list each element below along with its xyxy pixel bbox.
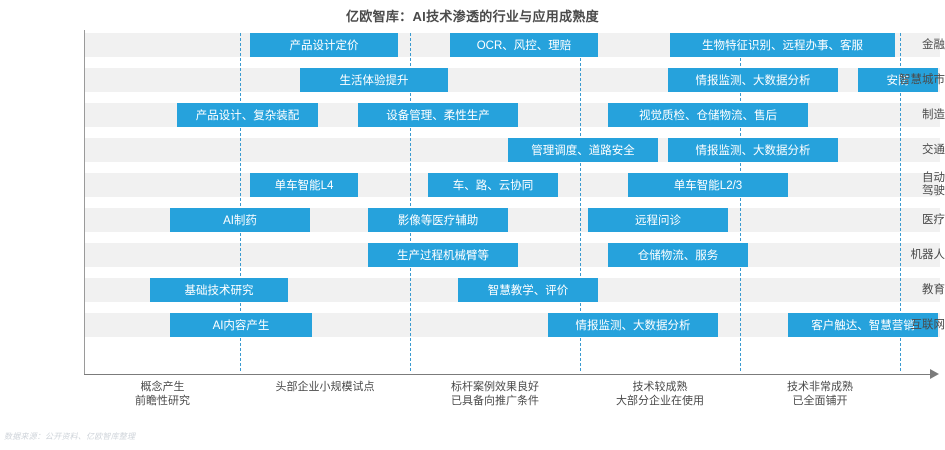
bar-金融-2[interactable]: OCR、风控、理赔 (450, 33, 598, 57)
y-label-互联网: 互联网 (863, 319, 945, 332)
bar-label: 生产过程机械臂等 (397, 250, 489, 262)
bar-label: 产品设计、复杂装配 (195, 110, 300, 122)
bar-医疗-2[interactable]: 影像等医疗辅助 (368, 208, 508, 232)
y-label-line: 驾驶 (922, 185, 945, 197)
bar-label: 车、路、云协同 (452, 180, 534, 192)
bar-label: 影像等医疗辅助 (397, 215, 479, 227)
y-label-line: 智慧城市 (899, 73, 945, 86)
stage-label-2: 头部企业小规模试点 (240, 380, 410, 394)
y-label-智慧城市: 智慧城市 (863, 74, 945, 87)
stage-divider-2 (410, 33, 411, 371)
bar-互联网-1[interactable]: AI内容产生 (170, 313, 312, 337)
bar-label: 客户触达、智慧营销 (811, 320, 915, 332)
y-label-line: 医疗 (922, 213, 945, 226)
bar-智慧城市-2[interactable]: 情报监测、大数据分析 (668, 68, 838, 92)
bar-机器人-2[interactable]: 仓储物流、服务 (608, 243, 748, 267)
x-axis-line (84, 374, 932, 375)
y-label-line: 金融 (922, 38, 945, 51)
bar-label: 智慧教学、评价 (487, 285, 569, 297)
bar-互联网-3[interactable]: 客户触达、智慧营销 (788, 313, 938, 337)
bar-制造-3[interactable]: 视觉质检、仓储物流、售后 (608, 103, 808, 127)
bar-label: 远程问诊 (635, 215, 681, 227)
stage-label-line1: 技术较成熟 (632, 381, 688, 393)
stage-label-line2: 已具备向推广条件 (451, 395, 539, 407)
y-label-line: 交通 (922, 143, 945, 156)
bar-label: 产品设计定价 (289, 40, 359, 52)
bar-label: 视觉质检、仓储物流、售后 (639, 110, 777, 122)
stage-label-1: 概念产生前瞻性研究 (85, 380, 240, 408)
bar-金融-1[interactable]: 产品设计定价 (250, 33, 398, 57)
stage-label-line1: 概念产生 (140, 381, 185, 393)
bar-自动驾驶-1[interactable]: 单车智能L4 (250, 173, 358, 197)
stage-label-line1: 标杆案例效果良好 (451, 381, 539, 393)
stage-label-4: 技术较成熟大部分企业在使用 (580, 380, 740, 408)
y-label-医疗: 医疗 (863, 214, 945, 227)
bar-label: 仓储物流、服务 (637, 250, 719, 262)
bar-label: 生物特征识别、远程办事、客服 (702, 40, 863, 52)
y-label-line: 教育 (922, 283, 945, 296)
bar-交通-2[interactable]: 情报监测、大数据分析 (668, 138, 838, 162)
stage-divider-5 (900, 33, 901, 371)
bar-自动驾驶-2[interactable]: 车、路、云协同 (428, 173, 558, 197)
bar-医疗-3[interactable]: 远程问诊 (588, 208, 728, 232)
y-label-line: 制造 (922, 108, 945, 121)
bar-制造-1[interactable]: 产品设计、复杂装配 (177, 103, 318, 127)
y-label-line: 自动 (922, 172, 945, 184)
bar-智慧城市-1[interactable]: 生活体验提升 (300, 68, 448, 92)
bar-机器人-1[interactable]: 生产过程机械臂等 (368, 243, 518, 267)
bar-教育-2[interactable]: 智慧教学、评价 (458, 278, 598, 302)
bar-label: 情报监测、大数据分析 (575, 320, 691, 332)
bar-医疗-1[interactable]: AI制药 (170, 208, 310, 232)
bar-label: 设备管理、柔性生产 (386, 110, 490, 122)
bar-label: OCR、风控、理赔 (476, 40, 572, 52)
bar-自动驾驶-3[interactable]: 单车智能L2/3 (628, 173, 788, 197)
y-axis-line (84, 30, 85, 375)
source-note: 数据来源：公开资料、亿欧智库整理 (4, 432, 136, 441)
bar-教育-1[interactable]: 基础技术研究 (150, 278, 288, 302)
stage-label-5: 技术非常成熟已全面铺开 (740, 380, 900, 408)
stage-label-line1: 技术非常成熟 (787, 381, 853, 393)
y-label-金融: 金融 (863, 39, 945, 52)
bar-交通-1[interactable]: 管理调度、道路安全 (508, 138, 658, 162)
stage-label-3: 标杆案例效果良好已具备向推广条件 (410, 380, 580, 408)
y-label-制造: 制造 (863, 109, 945, 122)
stage-divider-4 (740, 33, 741, 371)
bar-label: 管理调度、道路安全 (531, 145, 635, 157)
bar-制造-2[interactable]: 设备管理、柔性生产 (358, 103, 518, 127)
y-label-line: 机器人 (910, 248, 945, 261)
bar-label: 基础技术研究 (184, 285, 254, 297)
bar-label: 情报监测、大数据分析 (695, 75, 811, 87)
x-axis-arrow-icon (930, 369, 939, 379)
stage-label-line2: 大部分企业在使用 (616, 395, 704, 407)
y-label-line: 互联网 (910, 318, 945, 331)
bar-label: 生活体验提升 (339, 75, 409, 87)
stage-label-line2: 前瞻性研究 (135, 395, 190, 407)
stage-label-line1: 头部企业小规模试点 (275, 381, 375, 393)
bar-智慧城市-3[interactable]: 安防 (858, 68, 938, 92)
bar-label: 安防 (886, 75, 910, 87)
bar-label: AI内容产生 (212, 320, 270, 332)
bar-label: AI制药 (223, 215, 257, 227)
stage-divider-1 (240, 33, 241, 371)
y-label-自动驾驶: 自动驾驶 (863, 172, 945, 198)
bar-互联网-2[interactable]: 情报监测、大数据分析 (548, 313, 718, 337)
bar-label: 单车智能L4 (274, 180, 334, 192)
y-label-教育: 教育 (863, 284, 945, 297)
bar-金融-3[interactable]: 生物特征识别、远程办事、客服 (670, 33, 895, 57)
page-title: 亿欧智库：AI技术渗透的行业与应用成熟度 (345, 9, 599, 24)
y-label-交通: 交通 (863, 144, 945, 157)
stage-label-line2: 已全面铺开 (792, 395, 848, 407)
y-label-机器人: 机器人 (863, 249, 945, 262)
bar-label: 单车智能L2/3 (673, 180, 743, 192)
stage-divider-3 (580, 33, 581, 371)
bar-label: 情报监测、大数据分析 (695, 145, 811, 157)
